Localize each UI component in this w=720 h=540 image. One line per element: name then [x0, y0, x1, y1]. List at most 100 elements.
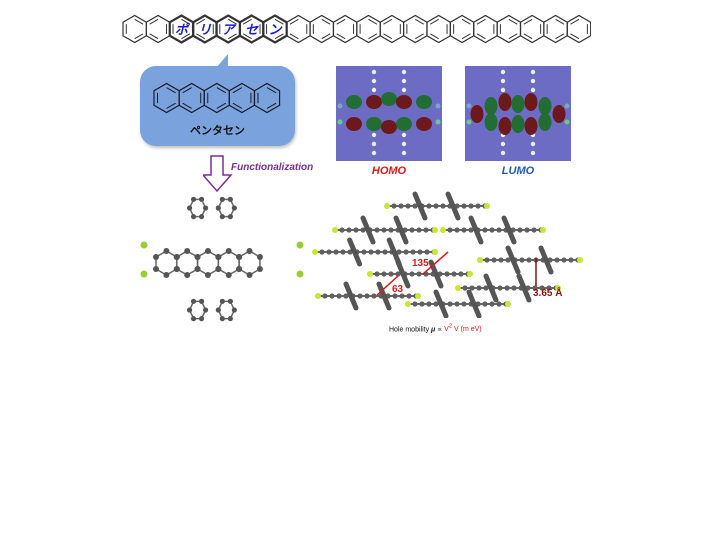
carbon-atom: [361, 249, 367, 255]
carbon-atom: [256, 254, 263, 260]
carbon-atom: [225, 272, 232, 278]
double-bond: [383, 33, 393, 40]
double-bond: [274, 33, 284, 40]
ring-label: ア: [222, 23, 237, 38]
carbon-atom: [412, 301, 418, 307]
double-bond: [415, 33, 424, 40]
atom: [401, 132, 407, 138]
carbon-atom: [424, 249, 430, 255]
bond-ring: [196, 250, 220, 276]
atom: [500, 87, 506, 93]
double-bond: [149, 18, 159, 25]
carbon-atom: [371, 293, 377, 299]
carbon-atom: [375, 249, 381, 255]
carbon-atom: [561, 257, 567, 263]
carbon-atom: [454, 227, 460, 233]
double-bond: [274, 18, 284, 25]
lumo-lobe: [484, 113, 498, 131]
carbon-atom: [406, 293, 412, 299]
double-bond: [181, 33, 191, 40]
phenyl-stick: [393, 215, 409, 245]
carbon-atom: [357, 293, 363, 299]
bond-ring: [217, 250, 240, 276]
pentacene-bubble: [140, 66, 295, 146]
carbon-atom: [190, 298, 197, 304]
carbon-atom: [505, 257, 511, 263]
carbon-atom: [225, 248, 232, 254]
carbon-atom: [219, 214, 225, 220]
homo-lobe: [346, 117, 362, 131]
lumo-lobe: [484, 97, 498, 115]
double-bond: [508, 18, 518, 25]
crystal-packing-image: [312, 191, 583, 318]
carbon-atom: [554, 257, 560, 263]
bubble-tail: [216, 54, 228, 68]
carbon-atom: [482, 227, 488, 233]
carbon-atom: [204, 248, 211, 254]
phenyl-stick: [445, 191, 461, 221]
carbon-atom: [339, 227, 345, 233]
phenyl-stick: [468, 215, 484, 245]
double-bond: [461, 18, 471, 25]
carbon-atom: [236, 266, 243, 272]
carbon-atom: [215, 266, 222, 272]
carbon-atom: [469, 285, 475, 291]
carbon-atom: [517, 227, 523, 233]
carbon-atom: [336, 293, 342, 299]
functionalized-pentacene-structure: [140, 196, 304, 322]
fluorine-atom: [440, 227, 446, 233]
carbon-atom: [440, 203, 446, 209]
double-bond: [321, 18, 331, 25]
atom: [401, 87, 407, 93]
double-bond: [415, 18, 424, 25]
carbon-atom: [382, 249, 388, 255]
carbon-atom: [447, 227, 453, 233]
ring-label: ポ: [175, 22, 190, 38]
double-bond: [232, 87, 243, 94]
carbon-atom: [347, 249, 353, 255]
fluorine-atom: [384, 203, 390, 209]
fluorine-atom: [332, 227, 338, 233]
carbon-atom: [219, 196, 225, 202]
fluorine-atom: [555, 285, 561, 291]
homo-lobe: [396, 117, 412, 131]
carbon-atom: [458, 271, 464, 277]
carbon-atom: [531, 227, 537, 233]
carbon-atom: [190, 316, 197, 322]
polyacene-strip: ポリアセン: [122, 14, 591, 44]
carbon-atom: [568, 257, 574, 263]
carbon-atom: [202, 205, 209, 211]
carbon-atom: [539, 285, 545, 291]
carbon-atom: [184, 248, 191, 254]
carbon-atom: [184, 272, 191, 278]
atom: [530, 141, 536, 147]
carbon-atom: [256, 266, 263, 272]
carbon-atom: [447, 301, 453, 307]
fluorine-atom: [484, 203, 490, 209]
carbon-atom: [202, 307, 209, 313]
phenyl-stick: [516, 273, 532, 303]
atom: [371, 141, 377, 147]
edge-atom: [564, 103, 570, 109]
fluorine-atom: [540, 227, 546, 233]
mobility-prop: ∝: [435, 326, 445, 334]
pentacene-label: ペンタセン: [190, 124, 245, 137]
double-bond: [182, 87, 192, 94]
double-bond: [429, 33, 439, 40]
lumo-lobe: [524, 93, 538, 111]
atom: [401, 78, 407, 84]
carbon-atom: [360, 227, 366, 233]
carbon-atom: [215, 205, 221, 211]
double-bond: [216, 87, 227, 94]
carbon-atom: [374, 227, 380, 233]
carbon-atom: [489, 227, 495, 233]
carbon-atom: [368, 249, 374, 255]
carbon-atom: [416, 227, 422, 233]
carbon-atom: [173, 266, 180, 272]
ring: [253, 82, 281, 114]
lumo-lobe: [470, 105, 484, 123]
carbon-atom: [405, 203, 411, 209]
carbon-atom: [198, 196, 205, 202]
transfer-integral-135: 135: [412, 258, 429, 269]
carbon-atom: [496, 227, 502, 233]
